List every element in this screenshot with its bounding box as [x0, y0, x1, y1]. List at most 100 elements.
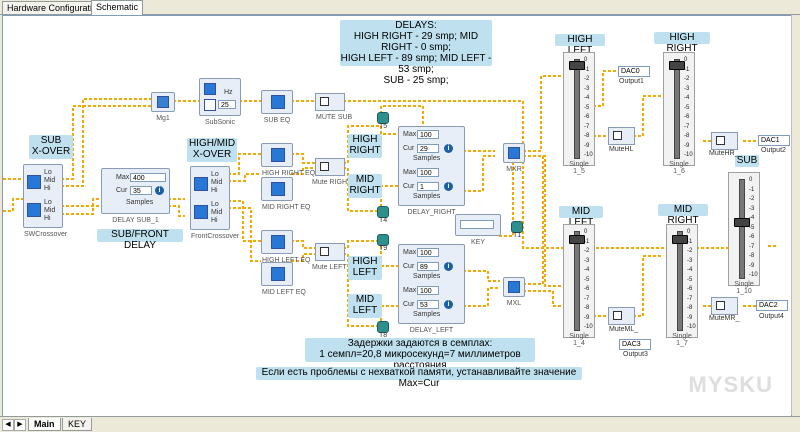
nav-right-icon[interactable]: ▶ — [14, 419, 26, 431]
tab-schematic[interactable]: Schematic — [91, 0, 144, 15]
max-delay-field[interactable]: 100 — [417, 248, 439, 257]
front-crossover-block[interactable]: Lo Mid Hi Lo Mid Hi FrontCrossover — [190, 166, 239, 240]
fader-knob[interactable] — [669, 61, 685, 70]
fader-knob[interactable] — [569, 235, 585, 244]
mute-checkbox[interactable] — [320, 97, 329, 106]
dac1-select[interactable]: DAC1 — [758, 135, 790, 146]
port-mid: Mid — [211, 179, 223, 186]
delay-left-block[interactable]: Max 100 Cur 89 i Samples Max 100 Cur 53 … — [398, 244, 465, 334]
sw-crossover-block[interactable]: Lo Mid Hi Lo Mid Hi SWCrossover — [23, 164, 67, 238]
info-icon[interactable]: i — [444, 182, 453, 191]
max-delay-field[interactable]: 100 — [417, 130, 439, 139]
info-icon[interactable]: i — [155, 186, 164, 195]
mute-sub-block[interactable]: MUTE SUB — [315, 93, 352, 121]
t1-node[interactable] — [511, 221, 523, 233]
mute-checkbox[interactable] — [716, 301, 725, 310]
fader-single-1-7[interactable]: 0-1-2-3-4-5-6-7-8-9-10 Single 1_7 — [666, 224, 698, 347]
fader-track — [739, 179, 745, 279]
cur-delay-field[interactable]: 89 — [417, 262, 439, 271]
mid-right-eq-block[interactable]: MID RIGHT EQ — [261, 177, 310, 211]
hz-label: Hz — [224, 89, 233, 96]
delay-right-block[interactable]: Max 100 Cur 29 i Samples Max 100 Cur 1 i… — [398, 126, 465, 216]
note-line: LEFT — [352, 305, 378, 316]
tab-key[interactable]: KEY — [62, 418, 93, 431]
cur-delay-field[interactable]: 1 — [417, 182, 439, 191]
info-icon[interactable]: i — [444, 144, 453, 153]
subsonic-block[interactable]: Hz 25 SubSonic — [199, 78, 241, 126]
block-label: MID LEFT EQ — [262, 289, 306, 296]
eq-icon — [271, 235, 285, 249]
sub-header: SUB — [735, 155, 759, 167]
block-label: SWCrossover — [24, 231, 68, 238]
delay-sub-block[interactable]: Max 400 Cur 35 i Samples DELAY SUB_1 — [101, 168, 170, 224]
port-hi: Hi — [44, 215, 51, 222]
vertical-scrollbar[interactable] — [791, 15, 800, 415]
schematic-canvas[interactable]: DELAYS: HIGH RIGHT - 29 smp; MID RIGHT -… — [2, 15, 792, 417]
info-icon[interactable]: i — [444, 300, 453, 309]
muteml-label: MuteML_ — [609, 326, 639, 333]
info-icon[interactable]: i — [444, 262, 453, 271]
t8-node[interactable] — [377, 321, 389, 333]
cur-delay-field[interactable]: 35 — [130, 186, 152, 195]
mute-checkbox[interactable] — [320, 247, 329, 256]
mute-checkbox[interactable] — [613, 131, 622, 140]
block-label: Single 1_5 — [569, 161, 589, 175]
mutehr-block[interactable] — [711, 132, 738, 150]
mxl-block[interactable]: MXL — [503, 277, 525, 307]
output3-label: Output3 — [623, 351, 648, 358]
cur-label: Cur — [403, 263, 415, 270]
sub-eq-block[interactable]: SUB EQ — [261, 90, 293, 124]
mid-left-eq-block[interactable]: MID LEFT EQ — [261, 262, 306, 296]
mute-checkbox[interactable] — [613, 311, 622, 320]
port-hi: Hi — [211, 217, 218, 224]
mute-checkbox[interactable] — [320, 162, 329, 171]
block-label: Mg1 — [156, 115, 170, 122]
samples-label: Samples — [413, 311, 441, 318]
sub-front-delay-note: SUB/FRONT DELAY — [97, 229, 183, 251]
nav-left-icon[interactable]: ◀ — [2, 419, 14, 431]
fader-knob[interactable] — [672, 235, 688, 244]
samples-label: Samples — [413, 193, 441, 200]
dac3-select[interactable]: DAC3 — [619, 339, 651, 350]
t4-node[interactable] — [377, 206, 389, 218]
crossover-icon — [194, 205, 208, 219]
filter-curve-icon — [204, 99, 216, 111]
max-delay-field[interactable]: 100 — [417, 168, 439, 177]
t5-node[interactable] — [377, 112, 389, 124]
max-delay-field[interactable]: 100 — [417, 286, 439, 295]
fader-single-1-5[interactable]: 0-1-2-3-4-5-6-7-8-9-10 Single 1_5 — [563, 52, 595, 175]
tab-main[interactable]: Main — [28, 418, 61, 431]
fader-single-1-10[interactable]: 0-1-2-3-4-5-6-7-8-9-10 Single 1_10 — [728, 172, 760, 295]
fader-single-1-4[interactable]: 0-1-2-3-4-5-6-7-8-9-10 Single 1_4 — [563, 224, 595, 347]
block-label: Single 1_10 — [734, 281, 754, 295]
mixer-icon — [508, 147, 520, 159]
cur-delay-field[interactable]: 29 — [417, 144, 439, 153]
samples-explanation-note: Задержки задаются в семплах: 1 семпл=20,… — [305, 338, 535, 371]
subsonic-freq-field[interactable]: 25 — [218, 100, 236, 109]
max-label: Max — [403, 131, 417, 138]
high-right-eq-block[interactable]: HIGH RIGHT EQ — [261, 143, 315, 177]
dac2-select[interactable]: DAC2 — [756, 300, 788, 311]
high-left-eq-block[interactable]: HIGH LEFT EQ — [261, 230, 311, 264]
key-field[interactable] — [460, 220, 494, 229]
mxr-block[interactable]: MXR — [503, 143, 525, 173]
mg1-block[interactable]: Mg1 — [151, 92, 175, 122]
mute-checkbox[interactable] — [716, 136, 725, 145]
mutemr-block[interactable] — [711, 297, 738, 315]
muteml-block[interactable] — [608, 307, 635, 325]
mute-right-block[interactable]: Mute RIGHT — [312, 158, 351, 186]
dac0-select[interactable]: DAC0 — [618, 66, 650, 77]
fader-knob[interactable] — [734, 218, 750, 227]
fader-ticks: 0-1-2-3-4-5-6-7-8-9-10 — [584, 57, 593, 158]
key-block[interactable]: KEY — [455, 214, 501, 246]
mutehl-block[interactable] — [608, 127, 635, 145]
fader-single-1-6[interactable]: 0-1-2-3-4-5-6-7-8-9-10 Single 1_6 — [663, 52, 695, 175]
output1-label: Output1 — [619, 78, 644, 85]
max-delay-field[interactable]: 400 — [130, 173, 166, 182]
t9-node[interactable] — [377, 234, 389, 246]
cur-delay-field[interactable]: 53 — [417, 300, 439, 309]
mute-left-block[interactable]: Mute LEFT — [312, 243, 347, 271]
cur-label: Cur — [116, 187, 128, 194]
mid-left-note: MID LEFT — [348, 294, 382, 318]
fader-knob[interactable] — [569, 61, 585, 70]
